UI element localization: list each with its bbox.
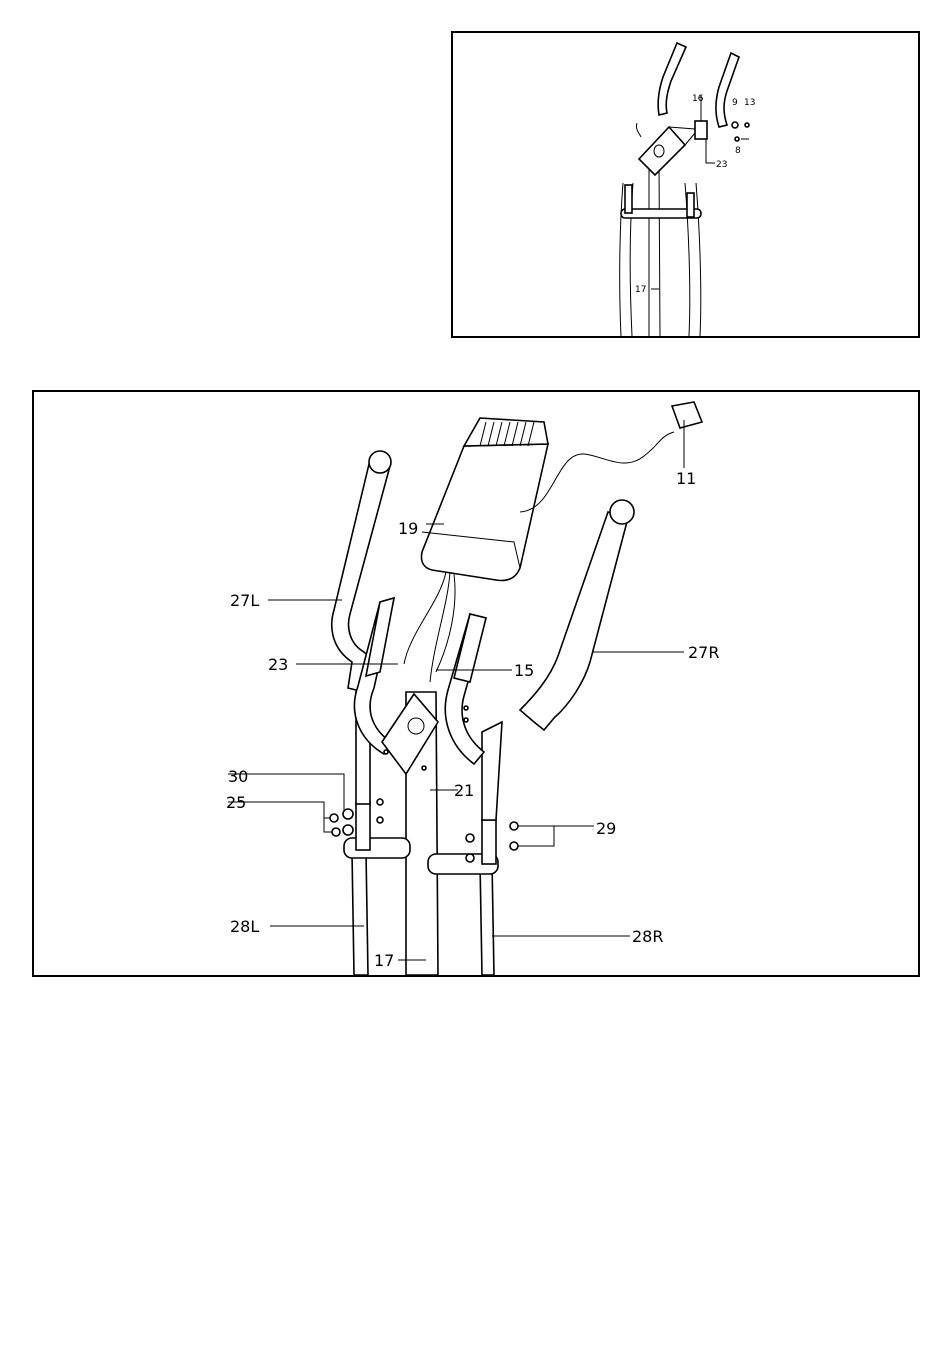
main-assembly-panel: 11 19 27L 27R 23 15 30 25 21 29 28L 28R … [32,390,920,977]
handlebar-right-grip [716,53,739,127]
detail-drawing: 16 9 13 8 23 17 [453,33,918,336]
callout-11: 11 [676,469,696,488]
left-bracket [625,185,632,213]
pivot-axle-left [344,838,410,858]
mast-17 [649,163,660,336]
callout-17: 17 [374,951,394,970]
right-bracket [687,193,694,217]
callout-25: 25 [226,793,246,812]
callout-21: 21 [454,781,474,800]
washer-25-b [332,828,340,836]
left-leg-28L [620,183,623,336]
assembly-drawing: 11 19 27L 27R 23 15 30 25 21 29 28L 28R … [34,392,918,975]
computer-19-vent [464,418,548,446]
adapter-11 [672,402,702,428]
console-plate [639,127,685,175]
arm-27L-cap [369,451,391,473]
callout-13: 13 [744,98,755,108]
computer-19 [421,444,548,581]
left-leg-bracket [356,802,370,850]
detail-panel: 16 9 13 8 23 17 [451,31,920,338]
callout-9: 9 [732,98,738,108]
right-leg-28R-inner [696,183,701,336]
upper-arm-27R [520,512,628,730]
callout-30: 30 [228,767,248,786]
console-cables [404,572,455,682]
handlebar-15-right-grip [454,614,486,682]
callout-17: 17 [635,285,646,295]
callout-23: 23 [716,160,727,170]
callout-27R: 27R [688,643,719,662]
arm-27R-lower-tube [482,722,502,820]
washer-13 [745,123,749,127]
bracket-16 [695,121,707,139]
bolt-29-b [510,842,518,850]
arm-27R-cap [610,500,634,524]
callout-8: 8 [735,146,741,156]
lower-leg-28L [352,852,368,975]
bolt-29-a [510,822,518,830]
callout-28R: 28R [632,927,663,946]
right-leg-bracket [482,820,496,864]
bolt-8 [735,137,739,141]
handlebar-left-grip [658,43,686,115]
callout-16: 16 [692,94,704,104]
callout-29: 29 [596,819,616,838]
washer-25-a [330,814,338,822]
bolt-9 [732,122,738,128]
callout-28L: 28L [230,917,259,936]
callout-27L: 27L [230,591,259,610]
callout-15: 15 [514,661,534,680]
lower-leg-28R [480,862,494,975]
callout-19: 19 [398,519,418,538]
callout-23: 23 [268,655,288,674]
